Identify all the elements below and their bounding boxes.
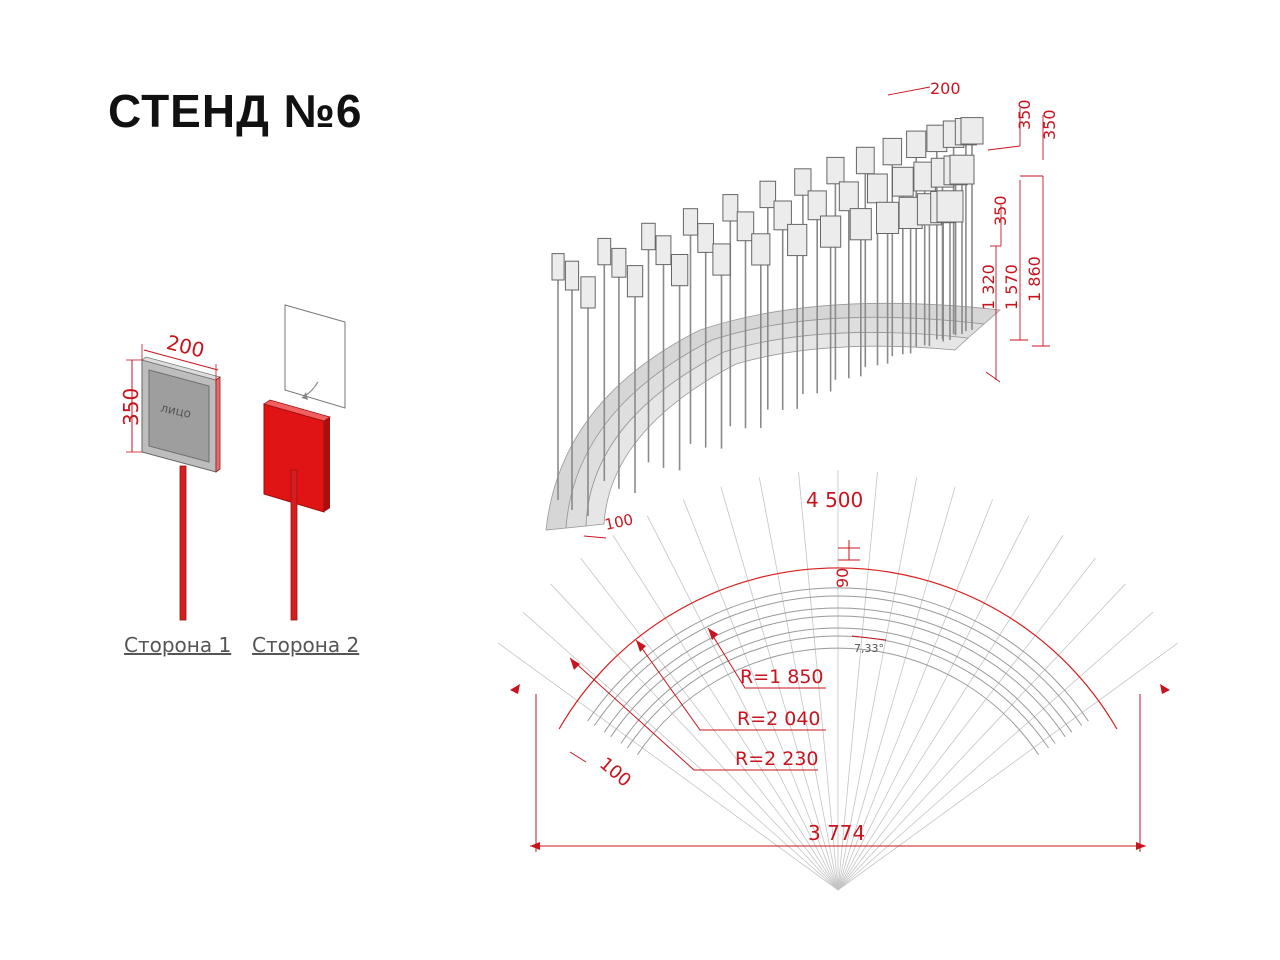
ring-gap-label: 90 xyxy=(833,568,852,588)
sign-panel xyxy=(722,194,739,222)
radial-line xyxy=(580,557,839,891)
sign-panel xyxy=(564,260,580,291)
height-1570-label: 1 570 xyxy=(1002,264,1021,310)
radial-line xyxy=(550,583,839,891)
face-label: лицо xyxy=(159,401,192,421)
radial-line xyxy=(837,535,1064,891)
height-1860-label: 1 860 xyxy=(1025,256,1044,302)
radius-arrowheads xyxy=(510,628,1170,850)
elevation-dimensions xyxy=(583,86,1050,539)
plan-base-width-label: 100 xyxy=(595,753,635,791)
radial-line xyxy=(837,477,918,891)
sign-height-label: 350 xyxy=(119,388,143,426)
sign-panel xyxy=(655,235,672,266)
radius-2230-label: R=2 230 xyxy=(735,748,819,770)
radius-2040-label: R=2 040 xyxy=(737,708,821,730)
ring-arc xyxy=(626,635,1050,749)
sign-panel xyxy=(849,208,872,241)
sign-panel xyxy=(787,223,808,257)
radial-line xyxy=(497,642,839,891)
sign-panel xyxy=(882,137,903,166)
gap-label: 350 xyxy=(1040,109,1059,140)
ring-arc xyxy=(620,627,1056,744)
sign-panel xyxy=(641,222,656,251)
plan-rings xyxy=(558,567,1118,755)
radial-line xyxy=(522,611,839,891)
radial-line xyxy=(837,486,956,891)
chord-length-label: 3 774 xyxy=(808,821,865,845)
radial-line xyxy=(837,515,1030,891)
radial-line xyxy=(837,557,1096,891)
sign-panel xyxy=(936,190,964,223)
radial-line xyxy=(837,611,1154,891)
sign-panel xyxy=(736,211,755,242)
radial-line xyxy=(646,515,839,891)
ring-arc xyxy=(593,595,1083,726)
sign-panel xyxy=(773,200,792,231)
sign-panel xyxy=(751,233,771,266)
side-2-caption: Сторона 2 xyxy=(252,633,359,657)
sign-panel xyxy=(838,181,859,212)
sign-panel xyxy=(960,117,984,145)
sign-post xyxy=(179,465,187,621)
sign-panel xyxy=(597,237,612,266)
ring-arc xyxy=(636,647,1040,755)
sign-panel xyxy=(611,247,627,278)
ring-arc xyxy=(610,615,1066,738)
arc-length-label: 4 500 xyxy=(806,488,863,512)
sign-side-1: лицо 200 350 xyxy=(119,330,221,621)
sign-panel xyxy=(826,156,845,185)
sign-panel xyxy=(551,253,565,281)
sign-panel xyxy=(759,180,777,209)
sign-panel xyxy=(855,146,875,175)
outer-dimension-arc xyxy=(558,567,1118,730)
radial-line xyxy=(612,535,839,891)
elevation-panels xyxy=(551,117,984,309)
base-width-label: 100 xyxy=(603,510,635,534)
sign-panel xyxy=(682,208,699,236)
radius-callouts xyxy=(530,540,1146,852)
sign-side-2 xyxy=(263,304,346,621)
sign-panel xyxy=(820,215,842,248)
sign-panel xyxy=(906,130,927,159)
sign-panel xyxy=(949,154,975,185)
sign-post-2 xyxy=(290,469,298,621)
panel-width-label: 200 xyxy=(930,79,961,98)
ring-arc xyxy=(603,607,1073,733)
radial-line xyxy=(798,471,839,891)
sign-panel xyxy=(892,166,914,197)
sign-panel xyxy=(697,223,714,253)
sign-panel xyxy=(794,168,812,196)
sign-panel xyxy=(807,190,827,221)
row-gap-label: 350 xyxy=(991,195,1010,226)
radial-line xyxy=(837,471,878,891)
sign-panel xyxy=(712,243,731,276)
sign-panel xyxy=(580,276,596,309)
radial-line xyxy=(683,499,839,891)
radial-line xyxy=(837,499,993,891)
radial-line xyxy=(837,642,1179,891)
radial-line xyxy=(758,477,839,891)
radial-line xyxy=(837,583,1126,891)
segment-angle-label: 7,33° xyxy=(854,642,884,655)
sign-panel xyxy=(671,254,689,287)
sign-panel xyxy=(626,265,644,298)
face-sheet xyxy=(284,304,346,409)
side-1-caption: Сторона 1 xyxy=(124,633,231,657)
page-title: СТЕНД №6 xyxy=(108,85,363,137)
plan-radial-lines xyxy=(497,470,1179,891)
height-1320-label: 1 320 xyxy=(979,264,998,310)
panel-height-label: 350 xyxy=(1015,99,1034,130)
radius-1850-label: R=1 850 xyxy=(740,666,824,688)
elevation-base xyxy=(545,302,1001,531)
